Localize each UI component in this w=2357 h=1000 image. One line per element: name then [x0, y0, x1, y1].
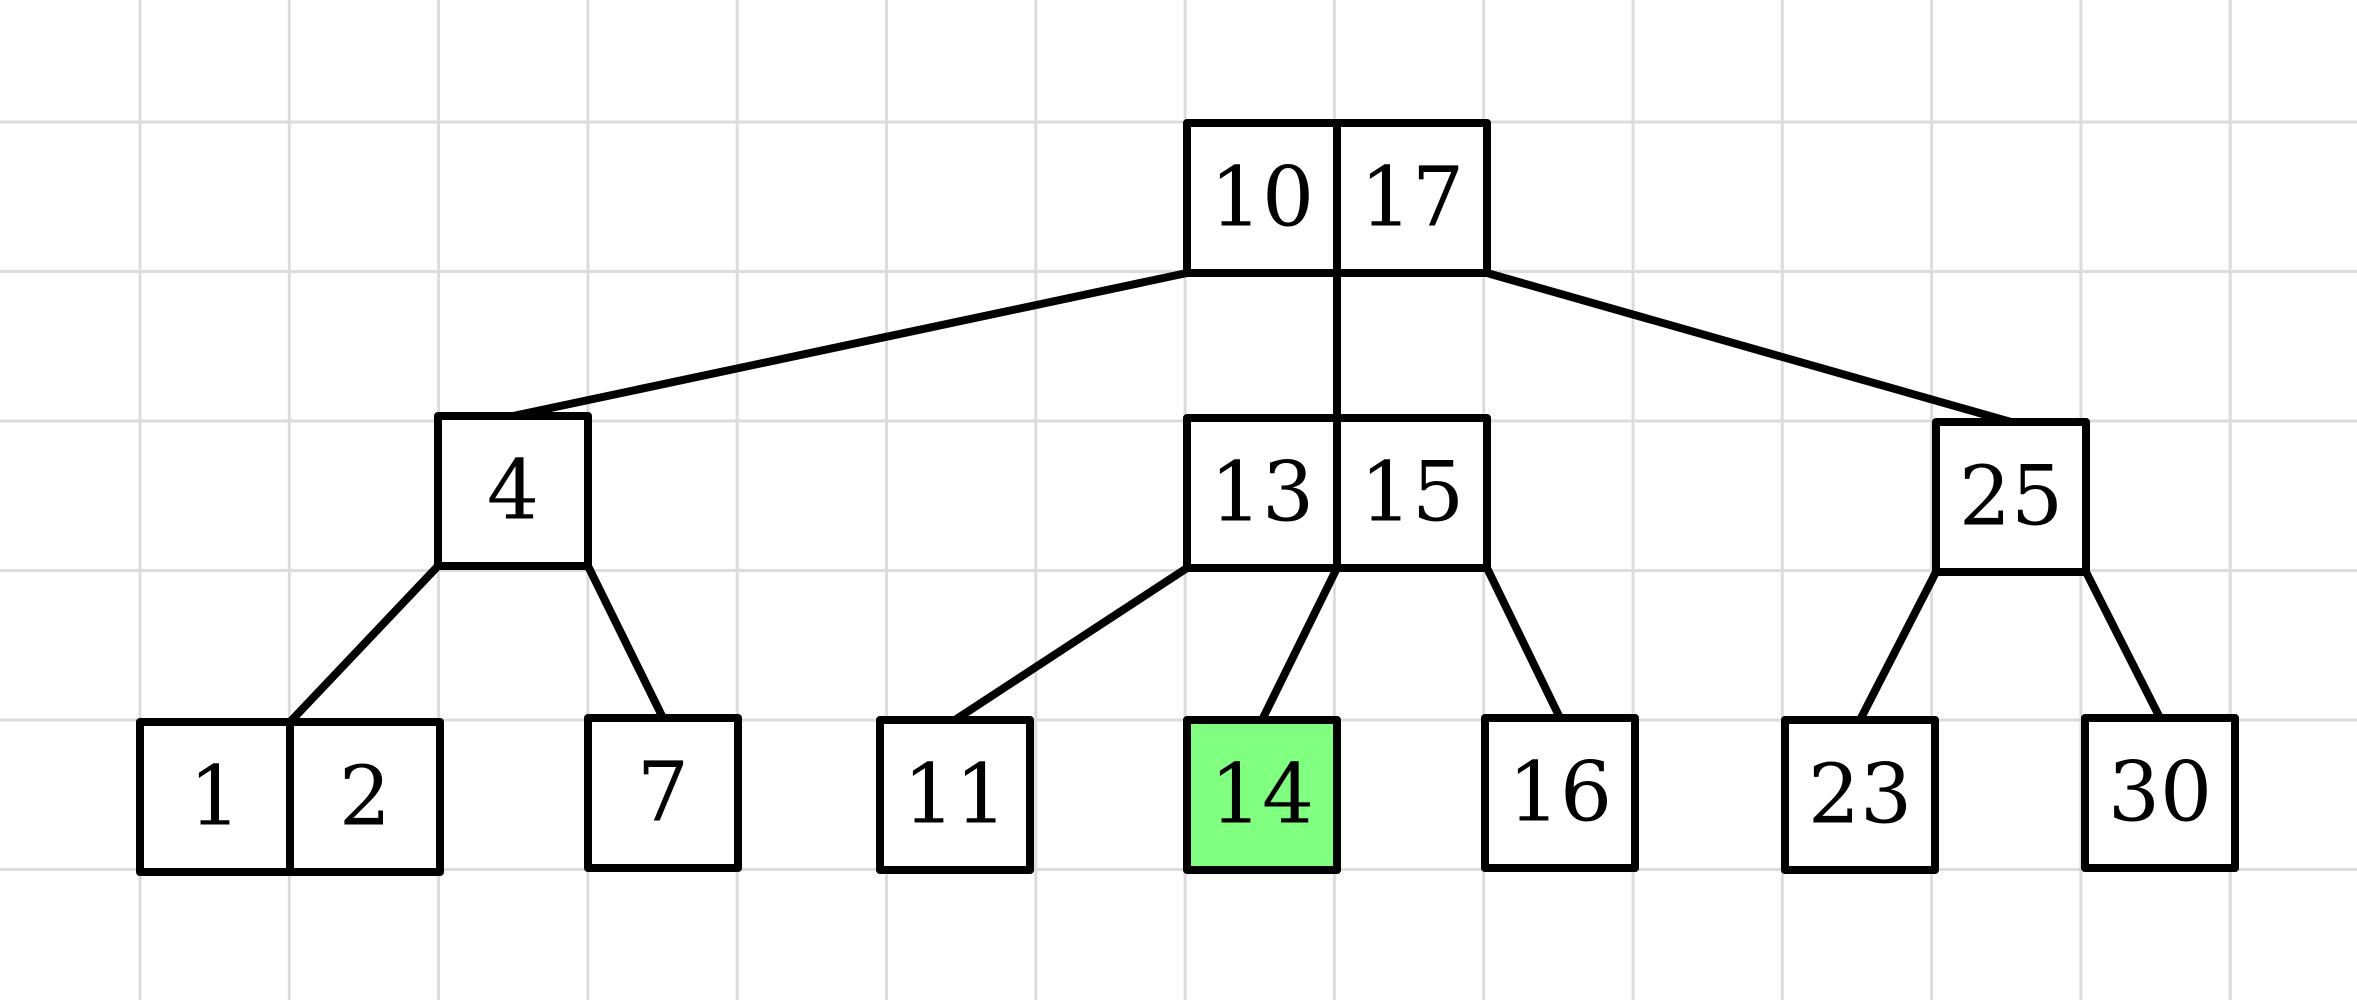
tree-edge [2082, 568, 2164, 722]
node-key: 1 [189, 750, 241, 845]
tree-edge [509, 269, 1191, 420]
node-key: 11 [903, 748, 1007, 843]
node-box [876, 716, 1034, 874]
tree-edge [1483, 564, 1564, 722]
tree-edge [286, 562, 442, 726]
node-box [434, 412, 592, 570]
tree-node: 23 [1781, 716, 1939, 874]
highlighted-node-box [1183, 716, 1341, 874]
node-box [2081, 714, 2239, 872]
tree-node: 30 [2081, 714, 2239, 872]
node-key: 4 [487, 444, 539, 539]
tree-node: 7 [584, 714, 742, 872]
tree-node: 13 15 [1183, 414, 1491, 572]
tree-node: 16 [1481, 714, 1639, 872]
node-key: 14 [1210, 748, 1314, 843]
node-box [1781, 716, 1939, 874]
tree-edge [951, 564, 1191, 724]
tree-node: 25 [1932, 418, 2090, 576]
tree-edge [584, 562, 667, 722]
node-key: 7 [637, 746, 689, 841]
node-key: 23 [1808, 748, 1912, 843]
tree-node: 10 17 [1183, 119, 1491, 277]
node-key: 16 [1508, 746, 1612, 841]
node-box [1932, 418, 2090, 576]
node-key: 10 [1210, 151, 1314, 246]
tree-node: 14 [1183, 716, 1341, 874]
node-key: 25 [1959, 450, 2063, 545]
tree-edge [1483, 269, 2015, 426]
tree-node: 11 [876, 716, 1034, 874]
node-key: 17 [1360, 151, 1464, 246]
tree-edges [286, 269, 2164, 726]
node-box [1481, 714, 1639, 872]
node-key: 30 [2108, 746, 2212, 841]
node-key: 2 [339, 750, 391, 845]
node-key: 15 [1360, 446, 1464, 541]
tree-node: 4 [434, 412, 592, 570]
node-key: 13 [1210, 446, 1314, 541]
node-box [584, 714, 742, 872]
tree-edge [1258, 564, 1341, 724]
tree-edge [1856, 568, 1940, 724]
